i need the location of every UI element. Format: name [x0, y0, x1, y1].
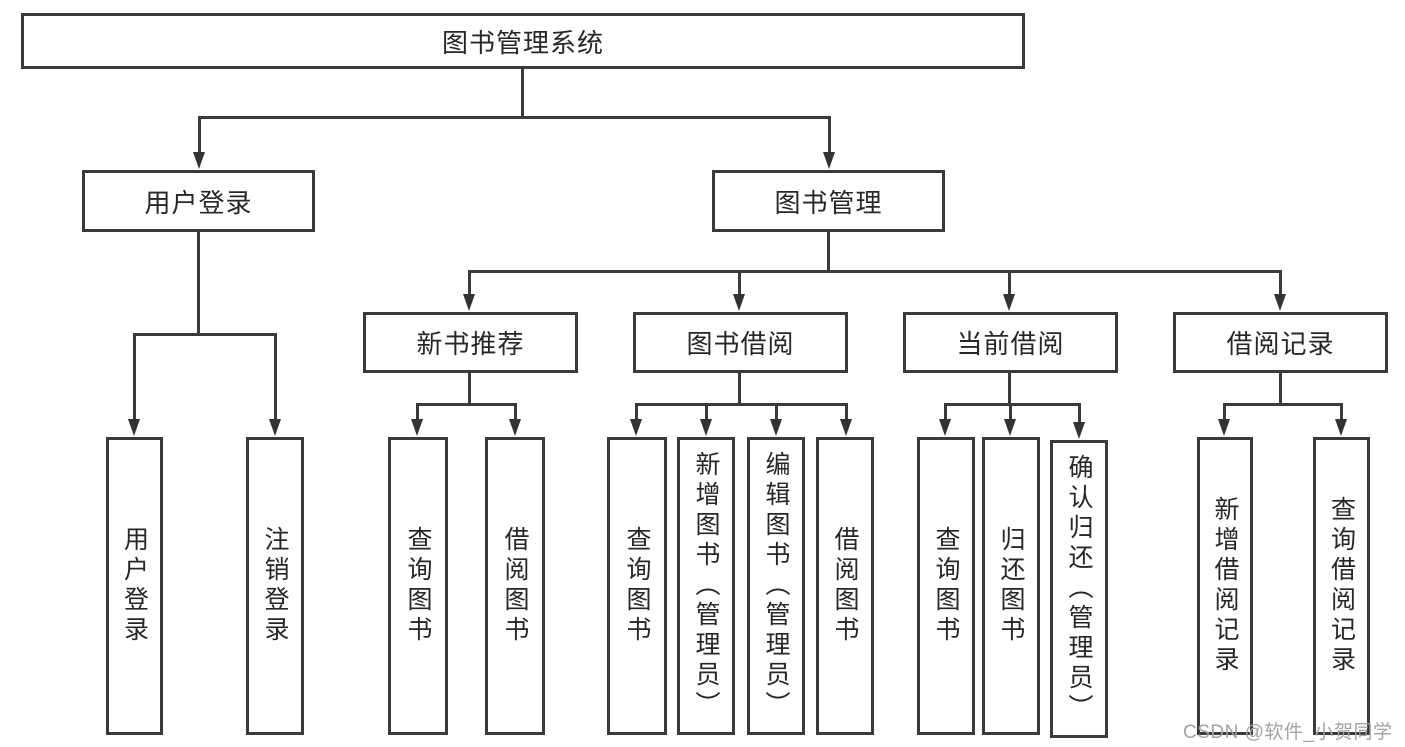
node-book-borrowing: 图书借阅	[633, 312, 848, 373]
node-leaf-borrow-books-borrow-label: 借阅图书	[831, 526, 859, 646]
connector-v-records-stem	[1279, 373, 1282, 406]
node-borrowing-records: 借阅记录	[1173, 312, 1388, 373]
node-leaf-edit-books-admin-label: 编辑图书（管理员）	[762, 451, 790, 721]
arrow-down-icon	[700, 419, 712, 436]
arrow-down-icon	[269, 419, 281, 436]
connector-h-current-group	[944, 403, 1081, 406]
connector-v-leaf	[1223, 403, 1226, 422]
connector-h-newrec-group	[416, 403, 517, 406]
node-library-system-label: 图书管理系统	[441, 27, 604, 58]
node-leaf-logout-login: 注销登录	[246, 437, 304, 735]
node-leaf-user-login-label: 用户登录	[120, 526, 149, 646]
connector-h-records-group	[1223, 403, 1343, 406]
node-leaf-query-books-borrow: 查询图书	[607, 437, 667, 735]
csdn-watermark: CSDN @软件_小贺同学	[1183, 722, 1393, 743]
arrow-down-icon	[823, 152, 835, 169]
arrow-down-icon	[1003, 294, 1015, 311]
connector-v-current-stem	[1008, 373, 1011, 406]
arrow-down-icon	[1274, 294, 1286, 311]
node-current-borrowing-label: 当前借阅	[956, 329, 1065, 359]
arrow-down-icon	[411, 419, 423, 436]
node-user-login: 用户登录	[82, 170, 315, 232]
node-leaf-return-books: 归还图书	[982, 437, 1040, 735]
node-leaf-confirm-return-admin-label: 确认归还（管理员）	[1065, 454, 1093, 724]
connector-h-level3	[468, 270, 1282, 273]
node-book-management: 图书管理	[712, 170, 945, 232]
connector-v-leaf	[468, 270, 471, 296]
arrow-down-icon	[193, 152, 205, 169]
node-leaf-query-books-newrec: 查询图书	[388, 437, 448, 735]
node-new-book-recommend-label: 新书推荐	[416, 329, 525, 359]
node-current-borrowing: 当前借阅	[903, 312, 1118, 373]
arrow-down-icon	[509, 419, 521, 436]
connector-v-leaf	[514, 403, 517, 422]
node-leaf-confirm-return-admin: 确认归还（管理员）	[1050, 440, 1108, 738]
connector-h-userlogin-group	[133, 333, 277, 336]
node-library-system: 图书管理系统	[21, 13, 1025, 69]
connector-v-borrow-stem	[738, 373, 741, 406]
connector-v-userlogin-stem	[197, 232, 200, 336]
connector-h-level2	[198, 116, 831, 119]
node-leaf-add-books-admin-label: 新增图书（管理员）	[692, 451, 720, 721]
node-leaf-edit-books-admin: 编辑图书（管理员）	[747, 437, 805, 735]
arrow-down-icon	[128, 419, 140, 436]
node-leaf-borrow-books-borrow: 借阅图书	[816, 437, 874, 735]
arrow-down-icon	[840, 419, 852, 436]
connector-v-leaf	[944, 403, 947, 422]
node-leaf-query-books-current-label: 查询图书	[932, 526, 960, 646]
node-borrowing-records-label: 借阅记录	[1226, 329, 1335, 359]
connector-v-leaf	[738, 270, 741, 296]
arrow-down-icon	[1073, 422, 1085, 439]
arrow-down-icon	[939, 419, 951, 436]
connector-v-leaf	[416, 403, 419, 422]
connector-h-borrow-group	[635, 403, 848, 406]
connector-v-leaf	[274, 333, 277, 421]
connector-v-root	[521, 69, 524, 118]
node-user-login-label: 用户登录	[144, 187, 253, 218]
connector-v-leaf	[705, 403, 708, 422]
connector-v-leaf	[635, 403, 638, 422]
connector-v-bookmgmt-stem	[827, 232, 830, 273]
connector-v-leaf	[845, 403, 848, 422]
connector-v-leaf	[775, 403, 778, 422]
connector-v-leaf	[1009, 403, 1012, 422]
node-leaf-add-borrow-record-label: 新增借阅记录	[1211, 496, 1239, 676]
arrow-down-icon	[630, 419, 642, 436]
connector-v-user-login	[198, 116, 201, 156]
node-leaf-add-books-admin: 新增图书（管理员）	[677, 437, 735, 735]
node-leaf-borrow-books-newrec: 借阅图书	[485, 437, 545, 735]
connector-v-leaf	[1008, 270, 1011, 296]
node-new-book-recommend: 新书推荐	[363, 312, 578, 373]
arrow-down-icon	[1335, 419, 1347, 436]
node-leaf-query-books-borrow-label: 查询图书	[623, 526, 651, 646]
connector-v-book-mgmt	[828, 116, 831, 156]
node-leaf-logout-login-label: 注销登录	[261, 526, 289, 646]
node-book-management-label: 图书管理	[774, 187, 883, 218]
node-leaf-return-books-label: 归还图书	[997, 526, 1025, 646]
connector-v-leaf	[1279, 270, 1282, 296]
arrow-down-icon	[770, 419, 782, 436]
node-leaf-query-borrow-record-label: 查询借阅记录	[1327, 496, 1356, 676]
node-leaf-query-borrow-record: 查询借阅记录	[1313, 437, 1370, 735]
connector-v-leaf	[133, 333, 136, 421]
arrow-down-icon	[463, 294, 475, 311]
node-leaf-query-books-current: 查询图书	[917, 437, 975, 735]
node-leaf-user-login: 用户登录	[106, 437, 163, 735]
arrow-down-icon	[733, 294, 745, 311]
node-leaf-query-books-newrec-label: 查询图书	[404, 526, 432, 646]
node-leaf-borrow-books-newrec-label: 借阅图书	[501, 526, 529, 646]
arrow-down-icon	[1004, 419, 1016, 436]
arrow-down-icon	[1218, 419, 1230, 436]
node-book-borrowing-label: 图书借阅	[686, 329, 795, 359]
node-leaf-add-borrow-record: 新增借阅记录	[1197, 437, 1253, 735]
connector-v-leaf	[1340, 403, 1343, 422]
connector-v-newrec-stem	[468, 373, 471, 406]
connector-v-leaf	[1078, 403, 1081, 425]
